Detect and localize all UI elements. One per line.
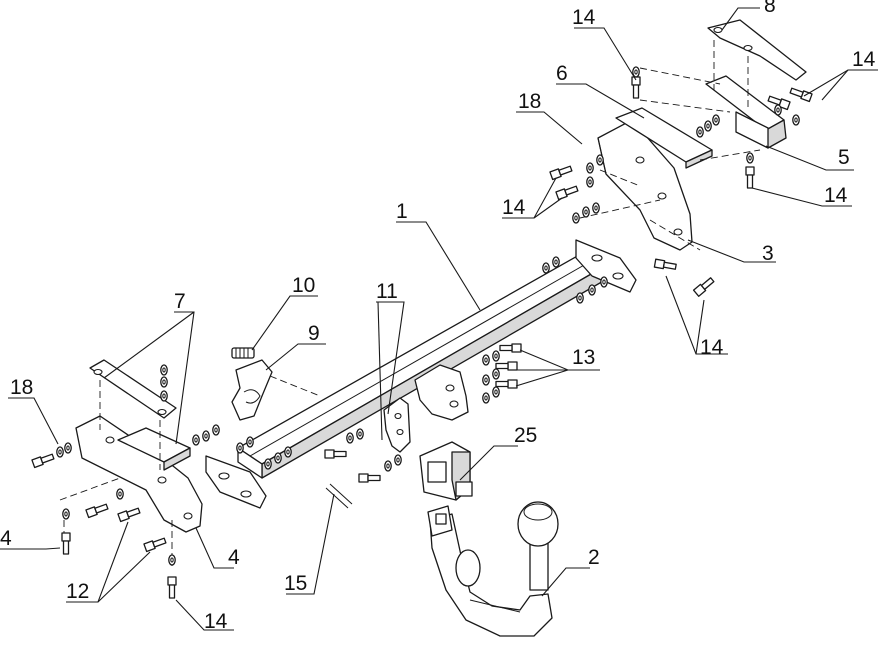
label-14-right-bottom: 14 [824,184,848,207]
label-14-bottom-left: 14 [204,610,228,633]
socket-bracket-25 [419,441,473,501]
label-7: 7 [174,290,186,313]
label-9: 9 [308,322,320,345]
spring-10 [231,347,255,359]
label-12: 12 [66,580,89,603]
right-end-plate [575,239,637,293]
label-14-left-mid: 14 [502,196,526,219]
left-flat-bracket-7 [89,359,191,471]
label-13: 13 [572,346,595,369]
label-14-right-top: 14 [852,48,876,71]
left-end-plate [205,455,267,509]
label-5: 5 [838,146,850,169]
label-14-top: 14 [572,6,596,29]
label-11: 11 [376,280,398,303]
right-side-bracket-3 [597,119,693,251]
label-1: 1 [396,200,408,223]
right-alignment-lines [579,40,761,251]
label-2: 2 [588,546,600,569]
label-15: 15 [284,572,307,595]
part-number-labels: 1 2 3 4 4 5 6 7 8 9 10 11 12 13 14 14 14… [0,0,876,633]
tow-ball-2 [427,501,559,637]
right-strap-8 [707,19,807,81]
center-receiver-bracket [383,364,469,453]
label-18-left: 18 [10,376,33,399]
fasteners [31,66,813,599]
label-3: 3 [762,242,774,265]
label-10: 10 [292,274,315,297]
label-6: 6 [556,62,568,85]
right-flat-bracket-5 [705,75,787,149]
label-4-bottom: 4 [228,546,240,569]
label-25: 25 [514,424,537,447]
label-14-center-right: 14 [700,336,724,359]
socket-plate-9 [231,359,321,421]
leader-lines [0,7,878,631]
label-8: 8 [764,0,776,17]
label-18-right: 18 [518,90,541,113]
label-4-left: 4 [0,527,12,550]
